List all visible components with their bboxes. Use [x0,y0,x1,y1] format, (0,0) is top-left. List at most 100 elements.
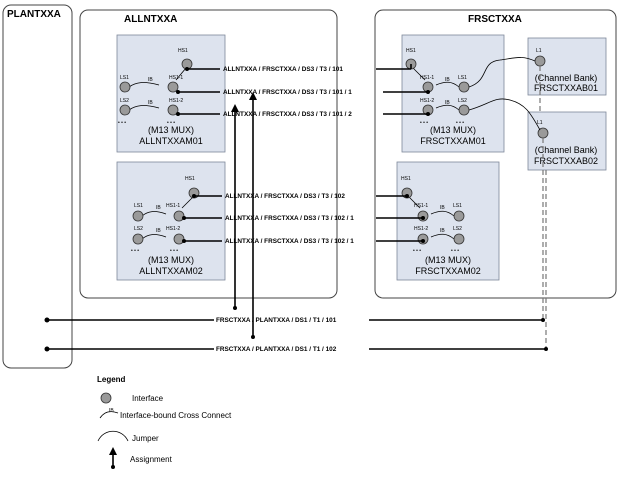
device-allntxxam01[interactable]: HS1 HS1-1 HS1-2 LS1 LS2 IB IB • • • • • … [116,34,226,153]
xc-ls2-hs1-2 [128,105,160,111]
circuit-c6[interactable]: ALLNTXXA / FRSCTXXA / DS3 / T3 / 102 / 1 [182,238,425,245]
interface-icon[interactable] [453,210,465,222]
xc-marker: IB [445,77,450,83]
xc-marker: IB [156,228,161,234]
site-plantxxa-box[interactable] [2,4,73,369]
jumper-ls2-to-ab02[interactable] [468,98,541,131]
interface-icon[interactable] [458,81,470,93]
legend: Legend Interface IB Interface-bound Cros… [97,375,232,469]
port-ls1-label: LS1 [120,75,129,81]
interface-icon[interactable] [173,233,185,245]
port-hs1-2-label: HS1-2 [166,226,180,232]
legend-xconnect: Interface-bound Cross Connect [120,411,232,420]
port-ls2-label: LS2 [120,98,129,104]
assignment-arrow[interactable] [231,104,239,310]
more-ports-dots: • • • [118,120,126,126]
device-name: FRSCTXXAB01 [534,83,598,93]
circuit-label: ALLNTXXA / FRSCTXXA / DS3 / T3 / 101 [223,66,343,73]
legend-interface: Interface [132,394,164,403]
interface-icon [100,392,112,404]
circuit-label: FRSCTXXA / PLANTXXA / DS1 / T1 / 102 [216,346,337,353]
interface-icon[interactable] [167,81,179,93]
port-hs1-2-label: HS1-2 [420,98,434,104]
device-allntxxam02[interactable]: HS1 HS1-1 HS1-2 LS1 LS2 IB IB • • • • • … [116,161,226,281]
more-ports-dots: • • • [170,248,178,254]
interface-icon[interactable] [132,233,144,245]
xc-marker: IB [156,205,161,211]
xc-ls2-hs1-2 [141,234,167,240]
xc-ls1-hs1-1 [128,82,160,88]
device-name: FRSCTXXAB02 [534,156,598,166]
xc-marker: IB [440,205,445,211]
port-hs1-1-label: HS1-1 [420,75,434,81]
circuit-c8[interactable]: FRSCTXXA / PLANTXXA / DS1 / T1 / 102 [44,346,549,353]
hs1-link [408,196,421,209]
device-type: (Channel Bank) [535,73,598,83]
circuit-c2[interactable]: ALLNTXXA / FRSCTXXA / DS3 / T3 / 101 / 1 [176,89,430,96]
port-hs1-1-label: HS1-1 [169,75,183,81]
xc-marker: IB [148,100,153,106]
legend-jumper: Jumper [132,434,159,443]
xc-hs1-1-ls1 [435,81,460,88]
circuit-c3[interactable]: ALLNTXXA / FRSCTXXA / DS3 / T3 / 101 / 2 [176,111,430,118]
more-ports-dots: • • • [131,248,139,254]
jumper-icon [97,430,129,442]
circuit-c4[interactable]: ALLNTXXA / FRSCTXXA / DS3 / T3 / 102 [192,193,409,200]
port-l1-label: L1 [536,48,542,54]
interface-icon[interactable] [132,210,144,222]
site-allntxxa-label: ALLNTXXA [124,14,177,25]
circuit-c1[interactable]: ALLNTXXA / FRSCTXXA / DS3 / T3 / 101 [185,64,412,73]
port-ls2-label: LS2 [134,226,143,232]
interface-icon[interactable] [453,233,465,245]
xc-hs1-1-ls1 [430,210,455,217]
device-name: ALLNTXXAM02 [139,266,203,276]
xc-ls1-hs1-1 [141,211,167,217]
port-hs1-label: HS1 [401,176,411,182]
interface-icon[interactable] [119,81,131,93]
interface-icon[interactable] [167,104,179,116]
device-frsctxxab01[interactable]: L1 (Channel Bank) FRSCTXXAB01 [527,37,607,96]
cross-connect-icon [99,411,119,419]
circuit-c7[interactable]: FRSCTXXA / PLANTXXA / DS1 / T1 / 101 [44,317,546,324]
device-frsctxxam02[interactable]: HS1 HS1-1 HS1-2 LS1 LS2 IB IB • • • • • … [396,161,500,281]
circuit-label: ALLNTXXA / FRSCTXXA / DS3 / T3 / 102 / 1 [225,238,354,245]
port-ls2-label: LS2 [458,98,467,104]
jumper-ls1-to-ab01[interactable] [468,57,536,88]
device-frsctxxab02[interactable]: L1 (Channel Bank) FRSCTXXAB02 [527,111,607,171]
assignment-arrow[interactable] [249,92,257,339]
more-ports-dots: • • • [167,120,175,126]
more-ports-dots: • • • [420,120,428,126]
port-hs1-1-label: HS1-1 [414,203,428,209]
interface-icon[interactable] [173,210,185,222]
port-hs1-label: HS1 [406,48,416,54]
hs1-link [181,196,194,209]
xc-hs1-2-ls2 [430,233,455,240]
device-type: (M13 MUX) [425,255,471,265]
interface-icon[interactable] [458,104,470,116]
circuit-c5[interactable]: ALLNTXXA / FRSCTXXA / DS3 / T3 / 102 / 1 [182,215,425,222]
device-type: (M13 MUX) [430,125,476,135]
port-hs1-1-label: HS1-1 [166,203,180,209]
circuit-label: ALLNTXXA / FRSCTXXA / DS3 / T3 / 101 / 2 [223,111,352,118]
hs1-link [175,67,187,81]
legend-title: Legend [97,375,126,384]
interface-icon[interactable] [534,55,546,67]
device-name: FRSCTXXAM02 [415,266,481,276]
port-ls2-label: LS2 [453,226,462,232]
xc-marker: IB [445,100,450,106]
port-hs1-2-label: HS1-2 [169,98,183,104]
assignment-dot [111,465,115,469]
port-hs1-label: HS1 [178,48,188,54]
hs1-link [412,67,426,81]
circuit-label: FRSCTXXA / PLANTXXA / DS1 / T1 / 101 [216,317,337,324]
port-hs1-label: HS1 [185,176,195,182]
legend-assignment: Assignment [130,455,173,464]
device-frsctxxam01[interactable]: HS1 HS1-1 HS1-2 LS1 LS2 IB IB • • • • • … [401,34,505,153]
xc-hs1-2-ls2 [435,104,460,111]
interface-icon[interactable] [119,104,131,116]
xc-marker: IB [440,228,445,234]
circuit-label: ALLNTXXA / FRSCTXXA / DS3 / T3 / 102 / 1 [225,215,354,222]
port-ls1-label: LS1 [453,203,462,209]
port-l1-label: L1 [537,120,543,126]
